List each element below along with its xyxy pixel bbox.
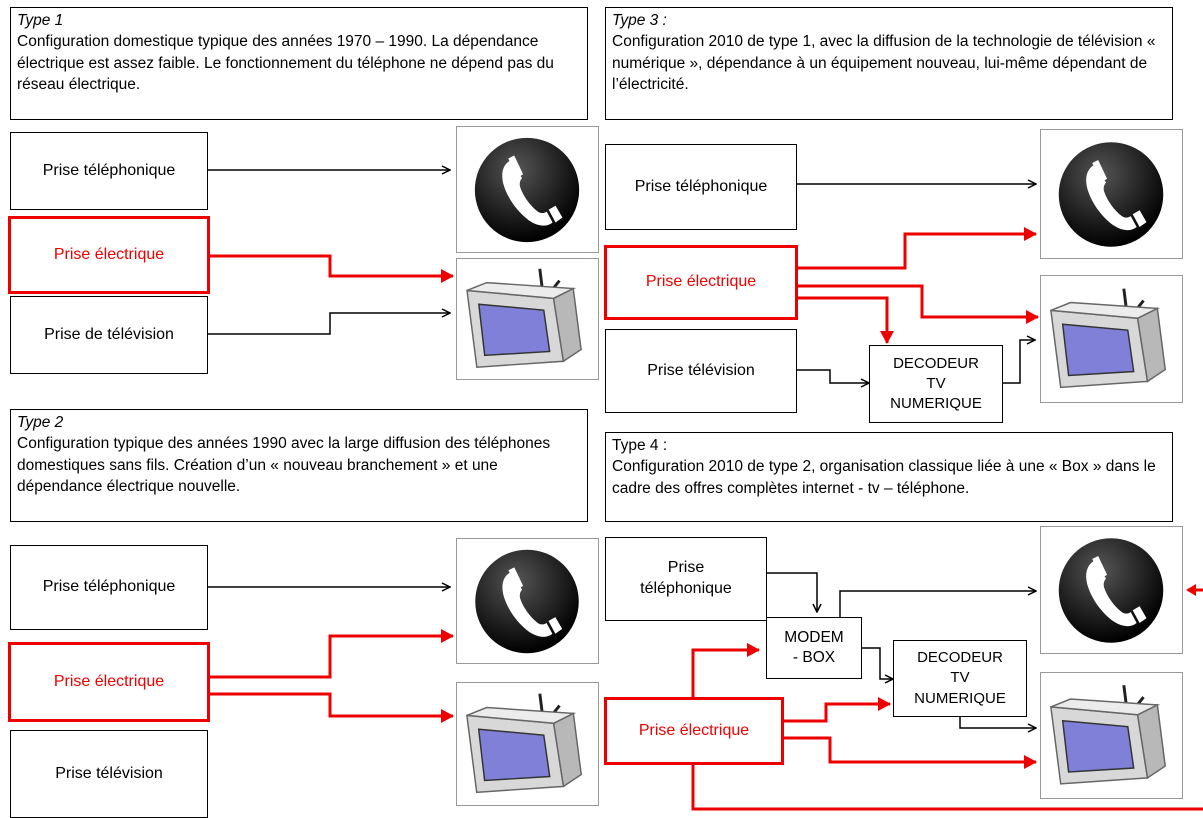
type3-power-wire-decoder <box>797 296 894 344</box>
type1-phone-outlet-label: Prise téléphonique <box>42 161 176 179</box>
type3-decoder: DECODEUR TV NUMERIQUE <box>869 345 1003 423</box>
type4-television <box>1040 672 1183 799</box>
type4-modem-phone-wire <box>839 591 1036 617</box>
type2-phone-outlet: Prise téléphonique <box>10 545 208 630</box>
type3-decoder-line2: TV <box>926 374 946 392</box>
type4-phone-outlet-line1: Prise <box>667 559 705 577</box>
type2-text: Configuration typique des années 1990 av… <box>17 435 551 496</box>
type4-phone-outlet-line2: téléphonique <box>640 580 732 597</box>
type2-power-wire-a <box>208 629 454 679</box>
type3-phone-outlet-label: Prise téléphonique <box>634 177 768 195</box>
telephone-icon <box>1058 142 1164 247</box>
type3-decoder-wire <box>1003 340 1035 384</box>
television-icon <box>466 268 582 368</box>
type4-decoder-line1: DECODEUR <box>917 649 1003 667</box>
type3-power-outlet: Prise électrique <box>604 245 798 320</box>
type1-text: Configuration domestique typique des ann… <box>17 33 554 94</box>
type3-phone-outlet: Prise téléphonique <box>605 144 797 230</box>
type1-telephone <box>456 126 599 253</box>
type4-decoder-line2: TV <box>950 669 970 687</box>
type3-decoder-line3: NUMERIQUE <box>890 395 982 413</box>
type3-power-wire-tv <box>797 284 1039 324</box>
type3-tv-outlet: Prise télévision <box>605 329 797 413</box>
television-icon <box>466 693 583 794</box>
type2-power-outlet: Prise électrique <box>8 642 210 722</box>
type2-tv-outlet-label: Prise télévision <box>55 764 163 782</box>
type2-television <box>456 682 599 806</box>
telephone-icon <box>1058 538 1164 643</box>
type2-description: Type 2 Configuration typique des années … <box>10 409 588 522</box>
type4-phone-wire <box>767 572 817 612</box>
type1-power-outlet-label: Prise électrique <box>53 245 165 263</box>
television-icon <box>1050 288 1167 389</box>
type3-tv-wire <box>797 369 869 383</box>
type4-decoder-line3: NUMERIQUE <box>914 689 1006 707</box>
type4-modem-line1: MODEM <box>784 628 844 646</box>
type3-text: Configuration 2010 de type 1, avec la di… <box>612 33 1156 94</box>
type4-telephone <box>1040 526 1183 654</box>
type4-power-wire-tv <box>783 736 1037 769</box>
type1-tv-wire <box>208 313 450 335</box>
type4-description: Type 4 : Configuration 2010 de type 2, o… <box>605 432 1173 522</box>
type1-tv-outlet: Prise de télévision <box>10 296 208 374</box>
type2-power-wire-b <box>208 692 454 723</box>
type2-tv-outlet: Prise télévision <box>10 730 208 818</box>
type1-description: Type 1 Configuration domestique typique … <box>10 7 588 120</box>
type1-power-outlet: Prise électrique <box>8 216 210 294</box>
type3-tv-outlet-label: Prise télévision <box>647 361 755 379</box>
type4-title: Type 4 : <box>612 437 668 454</box>
type4-modem-line2: - BOX <box>792 649 836 666</box>
type3-power-outlet-label: Prise électrique <box>645 273 757 291</box>
type3-power-wire-phone <box>797 227 1037 270</box>
type4-decoder-tv-wire <box>959 717 1036 728</box>
type4-modem-decoder-wire <box>862 647 893 679</box>
type2-title: Type 2 <box>17 414 64 431</box>
type3-telephone <box>1040 129 1183 259</box>
type1-television <box>456 258 599 380</box>
type4-power-outlet-label: Prise électrique <box>638 721 750 739</box>
type4-decoder: DECODEUR TV NUMERIQUE <box>893 640 1027 717</box>
type3-title: Type 3 : <box>612 12 667 29</box>
type4-power-outlet: Prise électrique <box>604 697 784 765</box>
type1-phone-outlet: Prise téléphonique <box>10 132 208 210</box>
type3-description: Type 3 : Configuration 2010 de type 1, a… <box>605 7 1173 120</box>
type4-power-wire-decoder <box>783 697 891 723</box>
telephone-icon <box>475 549 579 654</box>
television-icon <box>1050 685 1167 785</box>
type2-telephone <box>456 538 599 664</box>
type2-phone-outlet-label: Prise téléphonique <box>42 578 176 596</box>
type3-television <box>1040 275 1183 403</box>
type4-modem-box: MODEM - BOX <box>766 617 862 679</box>
telephone-icon <box>474 137 580 243</box>
type1-power-wire <box>208 254 454 283</box>
type1-title: Type 1 <box>17 12 64 29</box>
type3-decoder-line1: DECODEUR <box>893 354 979 372</box>
type4-text: Configuration 2010 de type 2, organisati… <box>612 458 1156 497</box>
type2-power-outlet-label: Prise électrique <box>53 672 165 690</box>
type4-phone-outlet: Prise téléphonique <box>605 537 767 621</box>
type4-power-arrow-in <box>1186 584 1196 596</box>
type1-tv-outlet-label: Prise de télévision <box>44 325 174 343</box>
